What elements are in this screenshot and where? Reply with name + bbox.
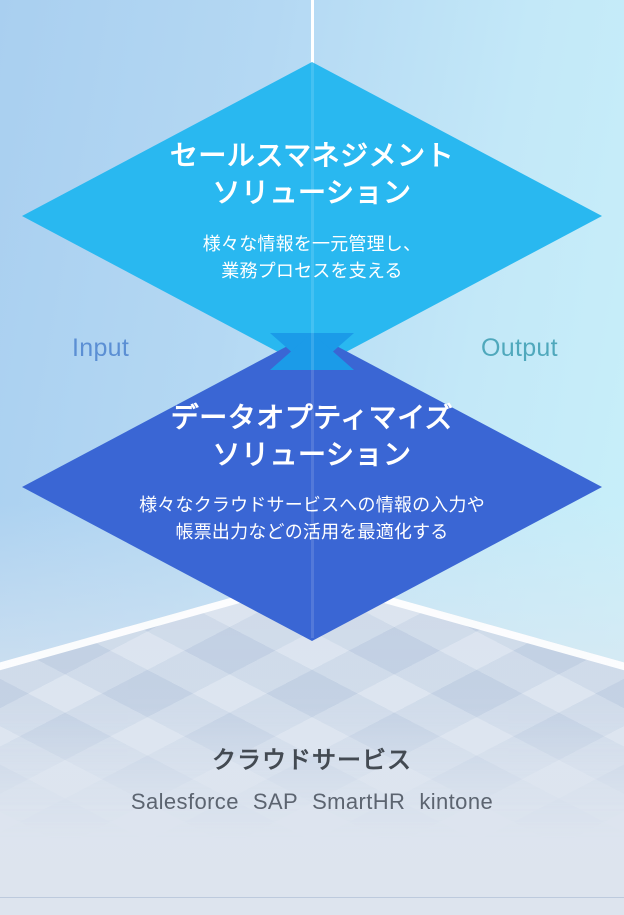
bottom-divider-line xyxy=(0,897,624,898)
cloud-service-name: Salesforce xyxy=(130,789,239,815)
cloud-service-name: kintone xyxy=(419,789,494,815)
cloud-services-block: クラウドサービス Salesforce SAP SmartHR kintone xyxy=(0,745,624,815)
output-label: Output xyxy=(481,334,558,362)
vertical-axis-line xyxy=(311,0,314,66)
layer-data-optimize-title: データオプティマイズ ソリューション xyxy=(170,402,454,470)
cloud-services-title: クラウドサービス xyxy=(212,747,412,774)
cloud-services-list: Salesforce SAP SmartHR kintone xyxy=(0,789,624,815)
layer-data-optimize-subtitle: 様々なクラウドサービスへの情報の入力や 帳票出力などの活用を最適化する xyxy=(139,495,485,543)
cloud-service-name: SAP xyxy=(252,789,299,815)
input-label: Input xyxy=(72,334,130,362)
layer-sales-management-title: セールスマネジメント ソリューション xyxy=(169,140,455,208)
cloud-service-name: SmartHR xyxy=(312,789,406,815)
layer-sales-management-subtitle: 様々な情報を一元管理し、 業務プロセスを支える xyxy=(202,234,422,282)
